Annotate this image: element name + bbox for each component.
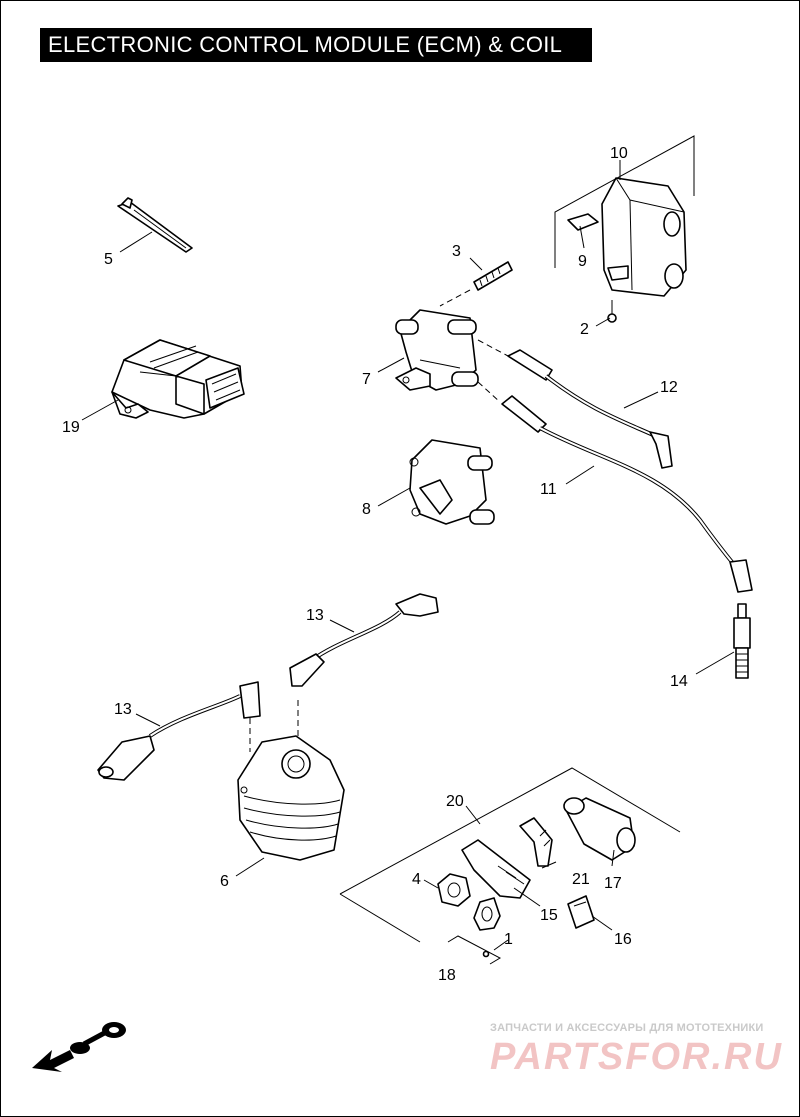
callout-8: 8	[362, 501, 371, 518]
part-8-coil	[409, 439, 495, 525]
callout-3: 3	[452, 243, 461, 260]
callout-21: 21	[572, 871, 590, 888]
callout-14: 14	[670, 673, 688, 690]
callout-7: 7	[362, 371, 371, 388]
watermark-brand-logo: PARTSFOR.RU	[490, 1036, 783, 1078]
callout-13-lower: 13	[114, 701, 132, 718]
part-13-upper-spark-plug-wire	[289, 593, 439, 740]
part-17-sensor	[563, 797, 636, 861]
callout-labels: 1 2 3 4 5 6 7 8 9 10 11 12 13 13 14 15 1…	[62, 145, 688, 984]
part-6-ignition-coil	[237, 735, 345, 861]
part-4-nut	[437, 873, 471, 907]
part-11-spark-plug-wire	[501, 395, 753, 593]
callout-12: 12	[660, 379, 678, 396]
callout-9: 9	[578, 253, 587, 270]
front-direction-arrow-icon	[32, 1022, 126, 1072]
callout-4: 4	[412, 871, 421, 888]
part-15-connector	[461, 839, 531, 899]
callout-1: 1	[504, 931, 513, 948]
part-19-ecm	[111, 339, 245, 419]
part-20-kit-bracket	[339, 767, 681, 943]
callout-18: 18	[438, 967, 456, 984]
callout-2: 2	[580, 321, 589, 338]
watermark-tagline: ЗАПЧАСТИ И АКСЕССУАРЫ ДЛЯ МОТОТЕХНИКИ	[490, 1022, 764, 1034]
part-21-clip	[519, 817, 553, 867]
part-10-coil-cover	[554, 135, 695, 297]
leader-lines	[81, 160, 735, 951]
page-title: ELECTRONIC CONTROL MODULE (ECM) & COIL	[40, 28, 592, 62]
part-18-kit-bracket	[447, 935, 502, 965]
callout-13-upper: 13	[306, 607, 324, 624]
callout-11: 11	[540, 481, 557, 498]
callout-5: 5	[104, 251, 113, 268]
part-9-clip	[567, 213, 599, 231]
callout-16: 16	[614, 931, 632, 948]
part-7-coil	[395, 309, 509, 403]
callout-20: 20	[446, 793, 464, 810]
callout-10: 10	[610, 145, 628, 162]
callout-6: 6	[220, 873, 229, 890]
part-12-spark-plug-wire	[507, 349, 673, 469]
callout-17: 17	[604, 875, 622, 892]
part-3-screw	[439, 261, 513, 307]
part-13-lower-spark-plug-wire	[97, 681, 261, 781]
part-5-cable-strap	[117, 197, 193, 253]
part-1-seal	[473, 897, 501, 958]
part-14-spark-plug	[733, 603, 751, 679]
part-16-terminal	[567, 895, 595, 929]
callout-15: 15	[540, 907, 558, 924]
part-2-screw	[607, 300, 617, 323]
callout-19: 19	[62, 419, 80, 436]
